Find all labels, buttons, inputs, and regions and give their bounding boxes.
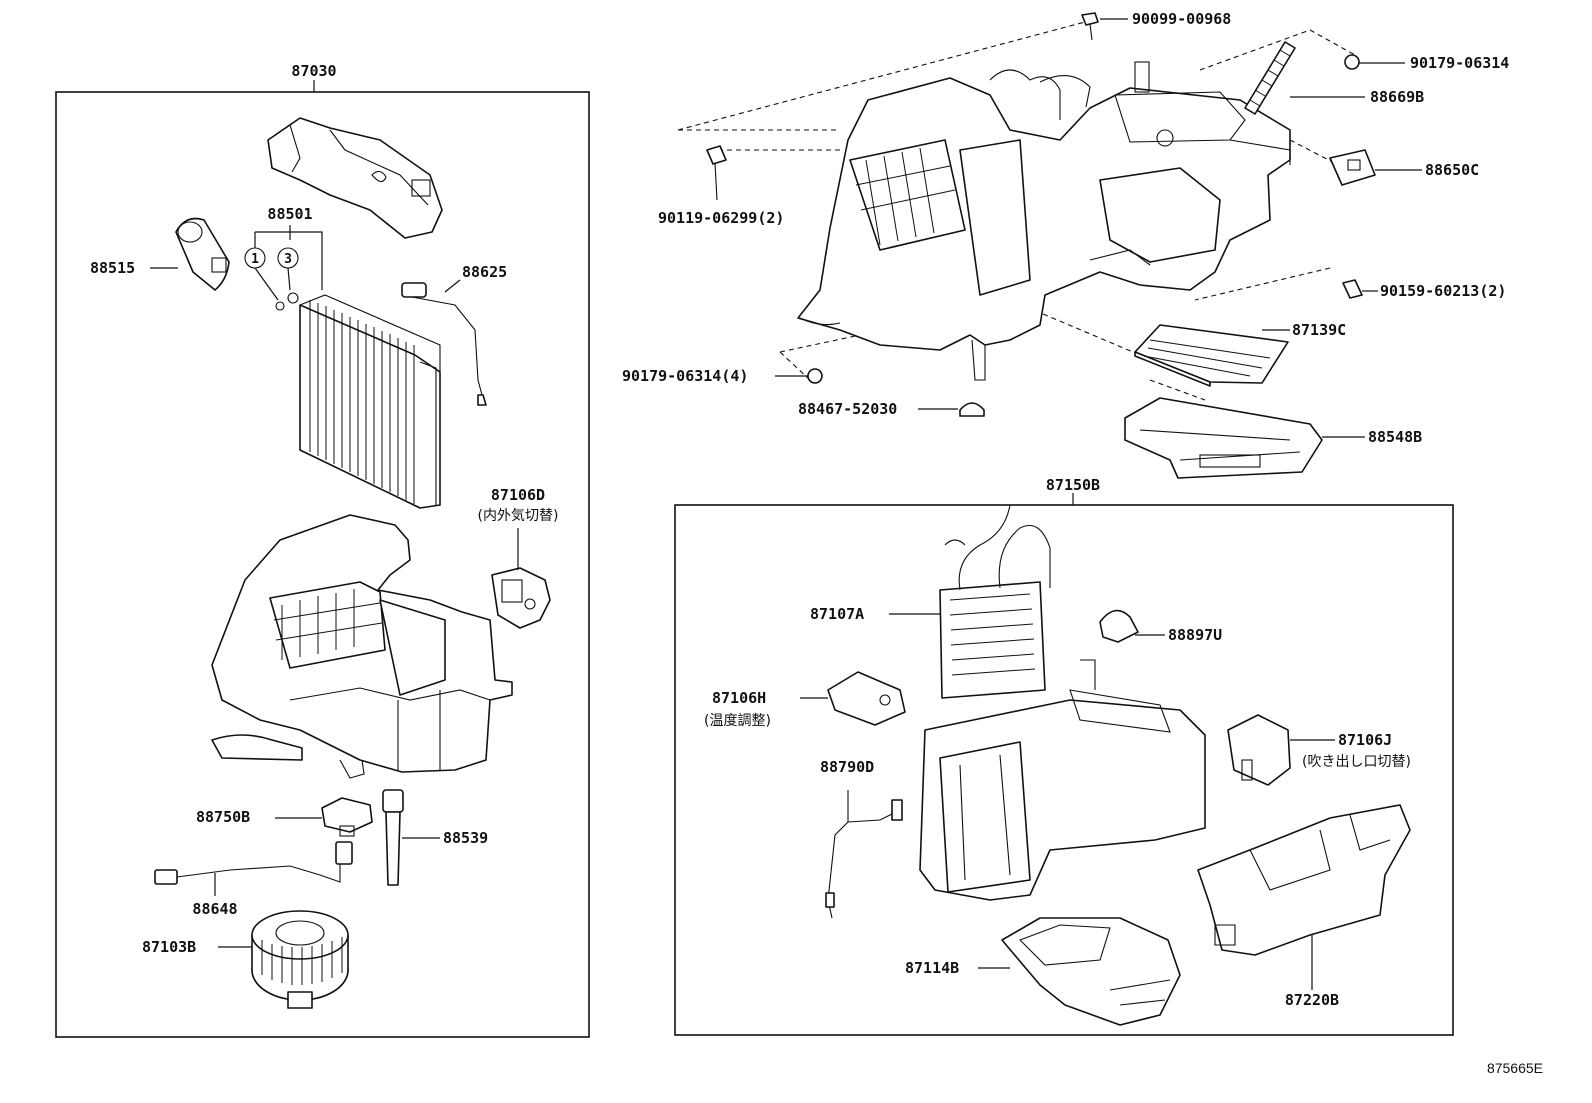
group-87150B: 87150B [674,476,1454,1036]
sensor-88897U [1099,609,1139,643]
heater-unit-case [919,659,1206,901]
label-88501: 88501 [267,205,312,223]
label-circle-3: 3 [284,252,292,267]
blower-resistor-88750B [321,797,373,837]
seal-88669B [1244,41,1296,115]
label-88548B: 88548B [1368,428,1422,446]
label-88790D: 88790D [820,758,874,776]
label-88897U: 88897U [1168,626,1222,644]
label-90119-06299: 90119-06299(2) [658,209,784,227]
label-87220B: 87220B [1285,991,1339,1009]
label-circle-1: 1 [251,252,259,267]
label-90159-60213: 90159-60213(2) [1380,282,1506,300]
label-88539: 88539 [443,829,488,847]
screw-90119-06299 [706,145,727,201]
upper-duct-part [267,117,443,239]
label-87139C: 87139C [1292,321,1346,339]
label-87114B: 87114B [905,959,959,977]
label-88515: 88515 [90,259,135,277]
blower-motor-87103B [251,910,349,1009]
heater-core-87107A [939,504,1051,699]
aspirator-88539 [382,789,404,886]
filter-cover-88548B [1124,397,1323,479]
label-88648: 88648 [192,900,237,918]
label-87106J: 87106J [1338,731,1392,749]
full-hvac-unit [797,61,1291,381]
label-87103B: 87103B [142,938,196,956]
assembly-frame-87030 [55,91,590,1038]
servo-motor-87106D [491,567,551,629]
filter-87139C [1134,324,1289,387]
label-87106H: 87106H [712,689,766,707]
label-88750B: 88750B [196,808,250,826]
screw-90099-00968 [1081,12,1099,41]
duct-87220B [1197,804,1411,956]
nut-90179-06314-top [1344,54,1360,70]
label-87106H-note: (温度調整) [704,713,771,729]
dashed-assembly-lines [677,21,1356,401]
servo-87106H [827,671,906,726]
reference-code: 875665E [1487,1060,1543,1076]
label-90099-00968: 90099-00968 [1132,10,1231,28]
label-88625: 88625 [462,263,507,281]
grommet-88467-52030 [959,402,985,417]
label-87106J-note: (吹き出し口切替) [1302,754,1411,770]
label-87106D: 87106D [491,486,545,504]
label-88669B: 88669B [1370,88,1424,106]
screw-90159-60213 [1342,279,1363,299]
label-87106D-note: (内外気切替) [478,508,559,524]
label-87030: 87030 [291,62,336,80]
thermistor-88625 [401,282,487,406]
duct-87114B [1001,917,1181,1026]
evaporator-88501 [275,292,441,509]
label-87150B: 87150B [1046,476,1100,494]
label-87107A: 87107A [810,605,864,623]
label-90179-06314-bottom: 90179-06314(4) [622,367,748,385]
group-87030: 87030 [55,62,590,1038]
label-88650C: 88650C [1425,161,1479,179]
nut-90179-06314-bottom [807,368,823,384]
harness-88790D [825,790,903,919]
cooling-unit-case [211,514,513,779]
label-90179-06314-top: 90179-06314 [1410,54,1509,72]
relay-88650C [1329,149,1376,186]
label-88467-52030: 88467-52030 [798,400,897,418]
wire-harness-88648 [154,841,353,885]
assembly-frame-87150B [674,504,1454,1036]
expansion-valve-88515 [175,217,230,291]
servo-87106J [1227,714,1291,786]
